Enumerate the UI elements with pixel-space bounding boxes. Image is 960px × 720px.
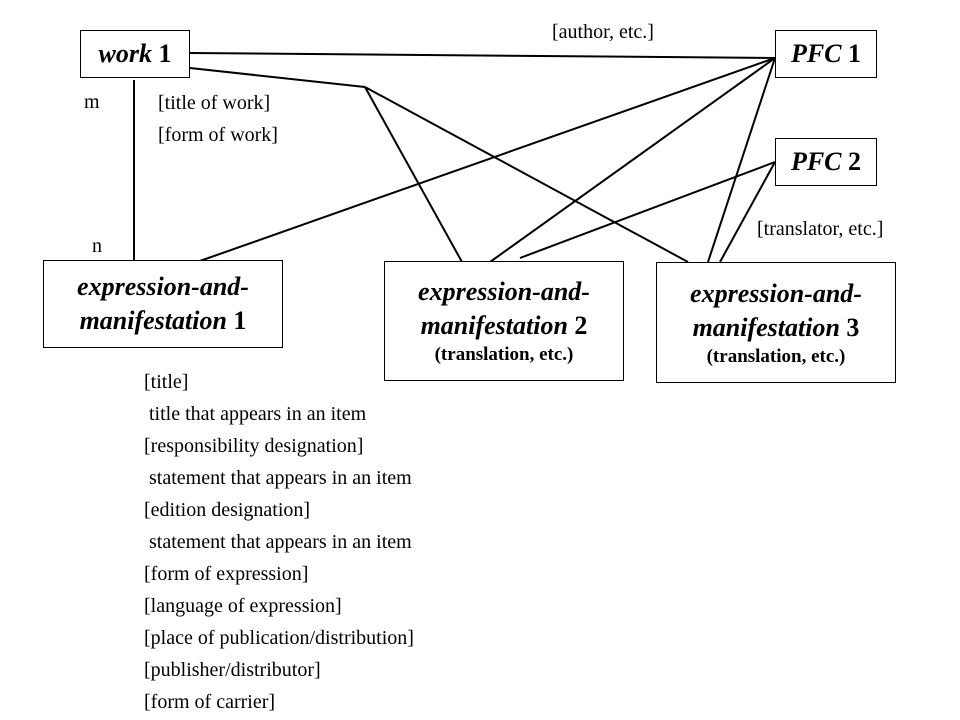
- attribute-item: [form of expression]: [144, 563, 309, 585]
- work1-name: work: [98, 39, 152, 68]
- attribute-item: [title]: [144, 371, 189, 393]
- form-of-work-label: [form of work]: [158, 124, 278, 146]
- pfc1-num: 1: [848, 39, 862, 68]
- em1-box: expression-and- manifestation 1: [43, 260, 283, 348]
- em1-line1: expression-and-: [77, 272, 249, 301]
- line-pfc1-em1: [196, 57, 776, 263]
- m-label: m: [84, 91, 100, 113]
- attribute-list: [title] title that appears in an item [r…: [144, 366, 414, 718]
- em3-box: expression-and- manifestation 3 (transla…: [656, 262, 896, 383]
- line-pfc2-em3: [719, 161, 776, 263]
- em3-line1: expression-and-: [690, 278, 862, 308]
- attribute-item: [publisher/distributor]: [144, 659, 321, 681]
- line-pfc1-em3: [707, 57, 776, 263]
- pfc2-box: PFC 2: [775, 138, 877, 186]
- em2-num: 2: [574, 311, 588, 340]
- line-work1-pfc1: [189, 52, 776, 59]
- pfc1-box: PFC 1: [775, 30, 877, 78]
- work1-box: work 1: [80, 30, 190, 78]
- line-pfc1-em2: [489, 57, 776, 263]
- pfc2-name: PFC: [790, 147, 842, 176]
- attribute-item: statement that appears in an item: [144, 467, 412, 489]
- line-work1-junction: [189, 67, 366, 88]
- attribute-item: [language of expression]: [144, 595, 342, 617]
- title-of-work-label: [title of work]: [158, 92, 271, 114]
- em1-num: 1: [233, 306, 247, 335]
- em2-line1: expression-and-: [418, 277, 590, 306]
- em2-line2: manifestation: [420, 311, 568, 340]
- n-label: n: [92, 235, 102, 257]
- attribute-item: [edition designation]: [144, 499, 311, 521]
- em2-box: expression-and- manifestation 2 (transla…: [384, 261, 624, 381]
- em2-note: (translation, etc.): [434, 344, 574, 365]
- line-pfc2-em2: [519, 161, 776, 259]
- line-junction-em3: [364, 86, 689, 263]
- em3-line2: manifestation: [692, 312, 840, 342]
- em3-note: (translation, etc.): [706, 345, 846, 367]
- attribute-item: [responsibility designation]: [144, 435, 364, 457]
- pfc1-name: PFC: [790, 39, 842, 68]
- author-label: [author, etc.]: [552, 21, 654, 43]
- work1-num: 1: [158, 39, 172, 68]
- translator-label: [translator, etc.]: [757, 218, 884, 240]
- em1-line2: manifestation: [79, 306, 227, 335]
- em3-num: 3: [846, 312, 860, 342]
- attribute-item: [place of publication/distribution]: [144, 627, 414, 649]
- attribute-item: statement that appears in an item: [144, 531, 412, 553]
- line-junction-em2: [364, 86, 463, 263]
- attribute-item: [form of carrier]: [144, 691, 276, 713]
- pfc2-num: 2: [848, 147, 862, 176]
- attribute-item: title that appears in an item: [144, 403, 367, 425]
